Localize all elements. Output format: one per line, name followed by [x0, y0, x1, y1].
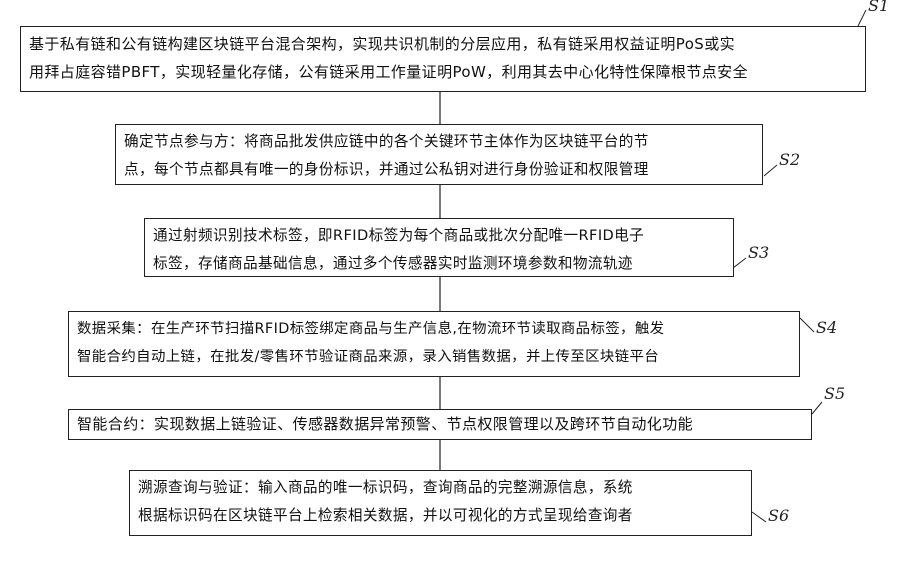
step-box-s1: 基于私有链和公有链构建区块链平台混合架构，实现共识机制的分层应用，私有链采用权益…	[20, 26, 866, 92]
step-label-s2: S2	[779, 150, 800, 169]
step-s6-line-2: 根据标识码在区块链平台上检索相关数据，并以可视化的方式呈现给查询者	[138, 502, 743, 530]
step-s3-line-1: 通过射频识别技术标签，即RFID标签为每个商品或批次分配唯一RFID电子	[153, 222, 725, 250]
step-box-s2: 确定节点参与方：将商品批发供应链中的各个关键环节主体作为区块链平台的节 点，每个…	[115, 124, 763, 185]
leader-s4	[800, 318, 814, 332]
leader-s6	[752, 512, 766, 522]
step-s2-line-1: 确定节点参与方：将商品批发供应链中的各个关键环节主体作为区块链平台的节	[124, 128, 754, 156]
leader-s5	[812, 402, 822, 414]
step-label-s1: S1	[868, 0, 889, 15]
leader-s2	[764, 165, 777, 176]
leader-s1	[858, 10, 866, 26]
step-s5-line-1: 智能合约：实现数据上链验证、传感器数据异常预警、节点权限管理以及跨环节自动化功能	[77, 412, 803, 436]
step-box-s5: 智能合约：实现数据上链验证、传感器数据异常预警、节点权限管理以及跨环节自动化功能	[68, 409, 812, 440]
step-s2-line-2: 点，每个节点都具有唯一的身份标识，并通过公私钥对进行身份验证和权限管理	[124, 156, 754, 184]
step-s4-line-2: 智能合约自动上链，在批发/零售环节验证商品来源，录入销售数据，并上传至区块链平台	[77, 343, 791, 371]
step-s1-line-1: 基于私有链和公有链构建区块链平台混合架构，实现共识机制的分层应用，私有链采用权益…	[29, 30, 857, 58]
step-box-s3: 通过射频识别技术标签，即RFID标签为每个商品或批次分配唯一RFID电子 标签，…	[144, 218, 734, 277]
step-box-s6: 溯源查询与验证：输入商品的唯一标识码，查询商品的完整溯源信息，系统 根据标识码在…	[129, 470, 752, 536]
step-label-s6: S6	[768, 506, 789, 525]
step-s6-line-1: 溯源查询与验证：输入商品的唯一标识码，查询商品的完整溯源信息，系统	[138, 474, 743, 502]
step-s3-line-2: 标签，存储商品基础信息，通过多个传感器实时监测环境参数和物流轨迹	[153, 250, 725, 277]
step-label-s5: S5	[824, 384, 845, 403]
step-label-s4: S4	[816, 318, 837, 337]
leader-s3	[733, 258, 746, 268]
step-s4-line-1: 数据采集：在生产环节扫描RFID标签绑定商品与生产信息,在物流环节读取商品标签，…	[77, 315, 791, 343]
step-label-s3: S3	[748, 243, 769, 262]
step-s1-line-2: 用拜占庭容错PBFT，实现轻量化存储，公有链采用工作量证明PoW，利用其去中心化…	[29, 58, 857, 86]
step-box-s4: 数据采集：在生产环节扫描RFID标签绑定商品与生产信息,在物流环节读取商品标签，…	[68, 311, 800, 377]
